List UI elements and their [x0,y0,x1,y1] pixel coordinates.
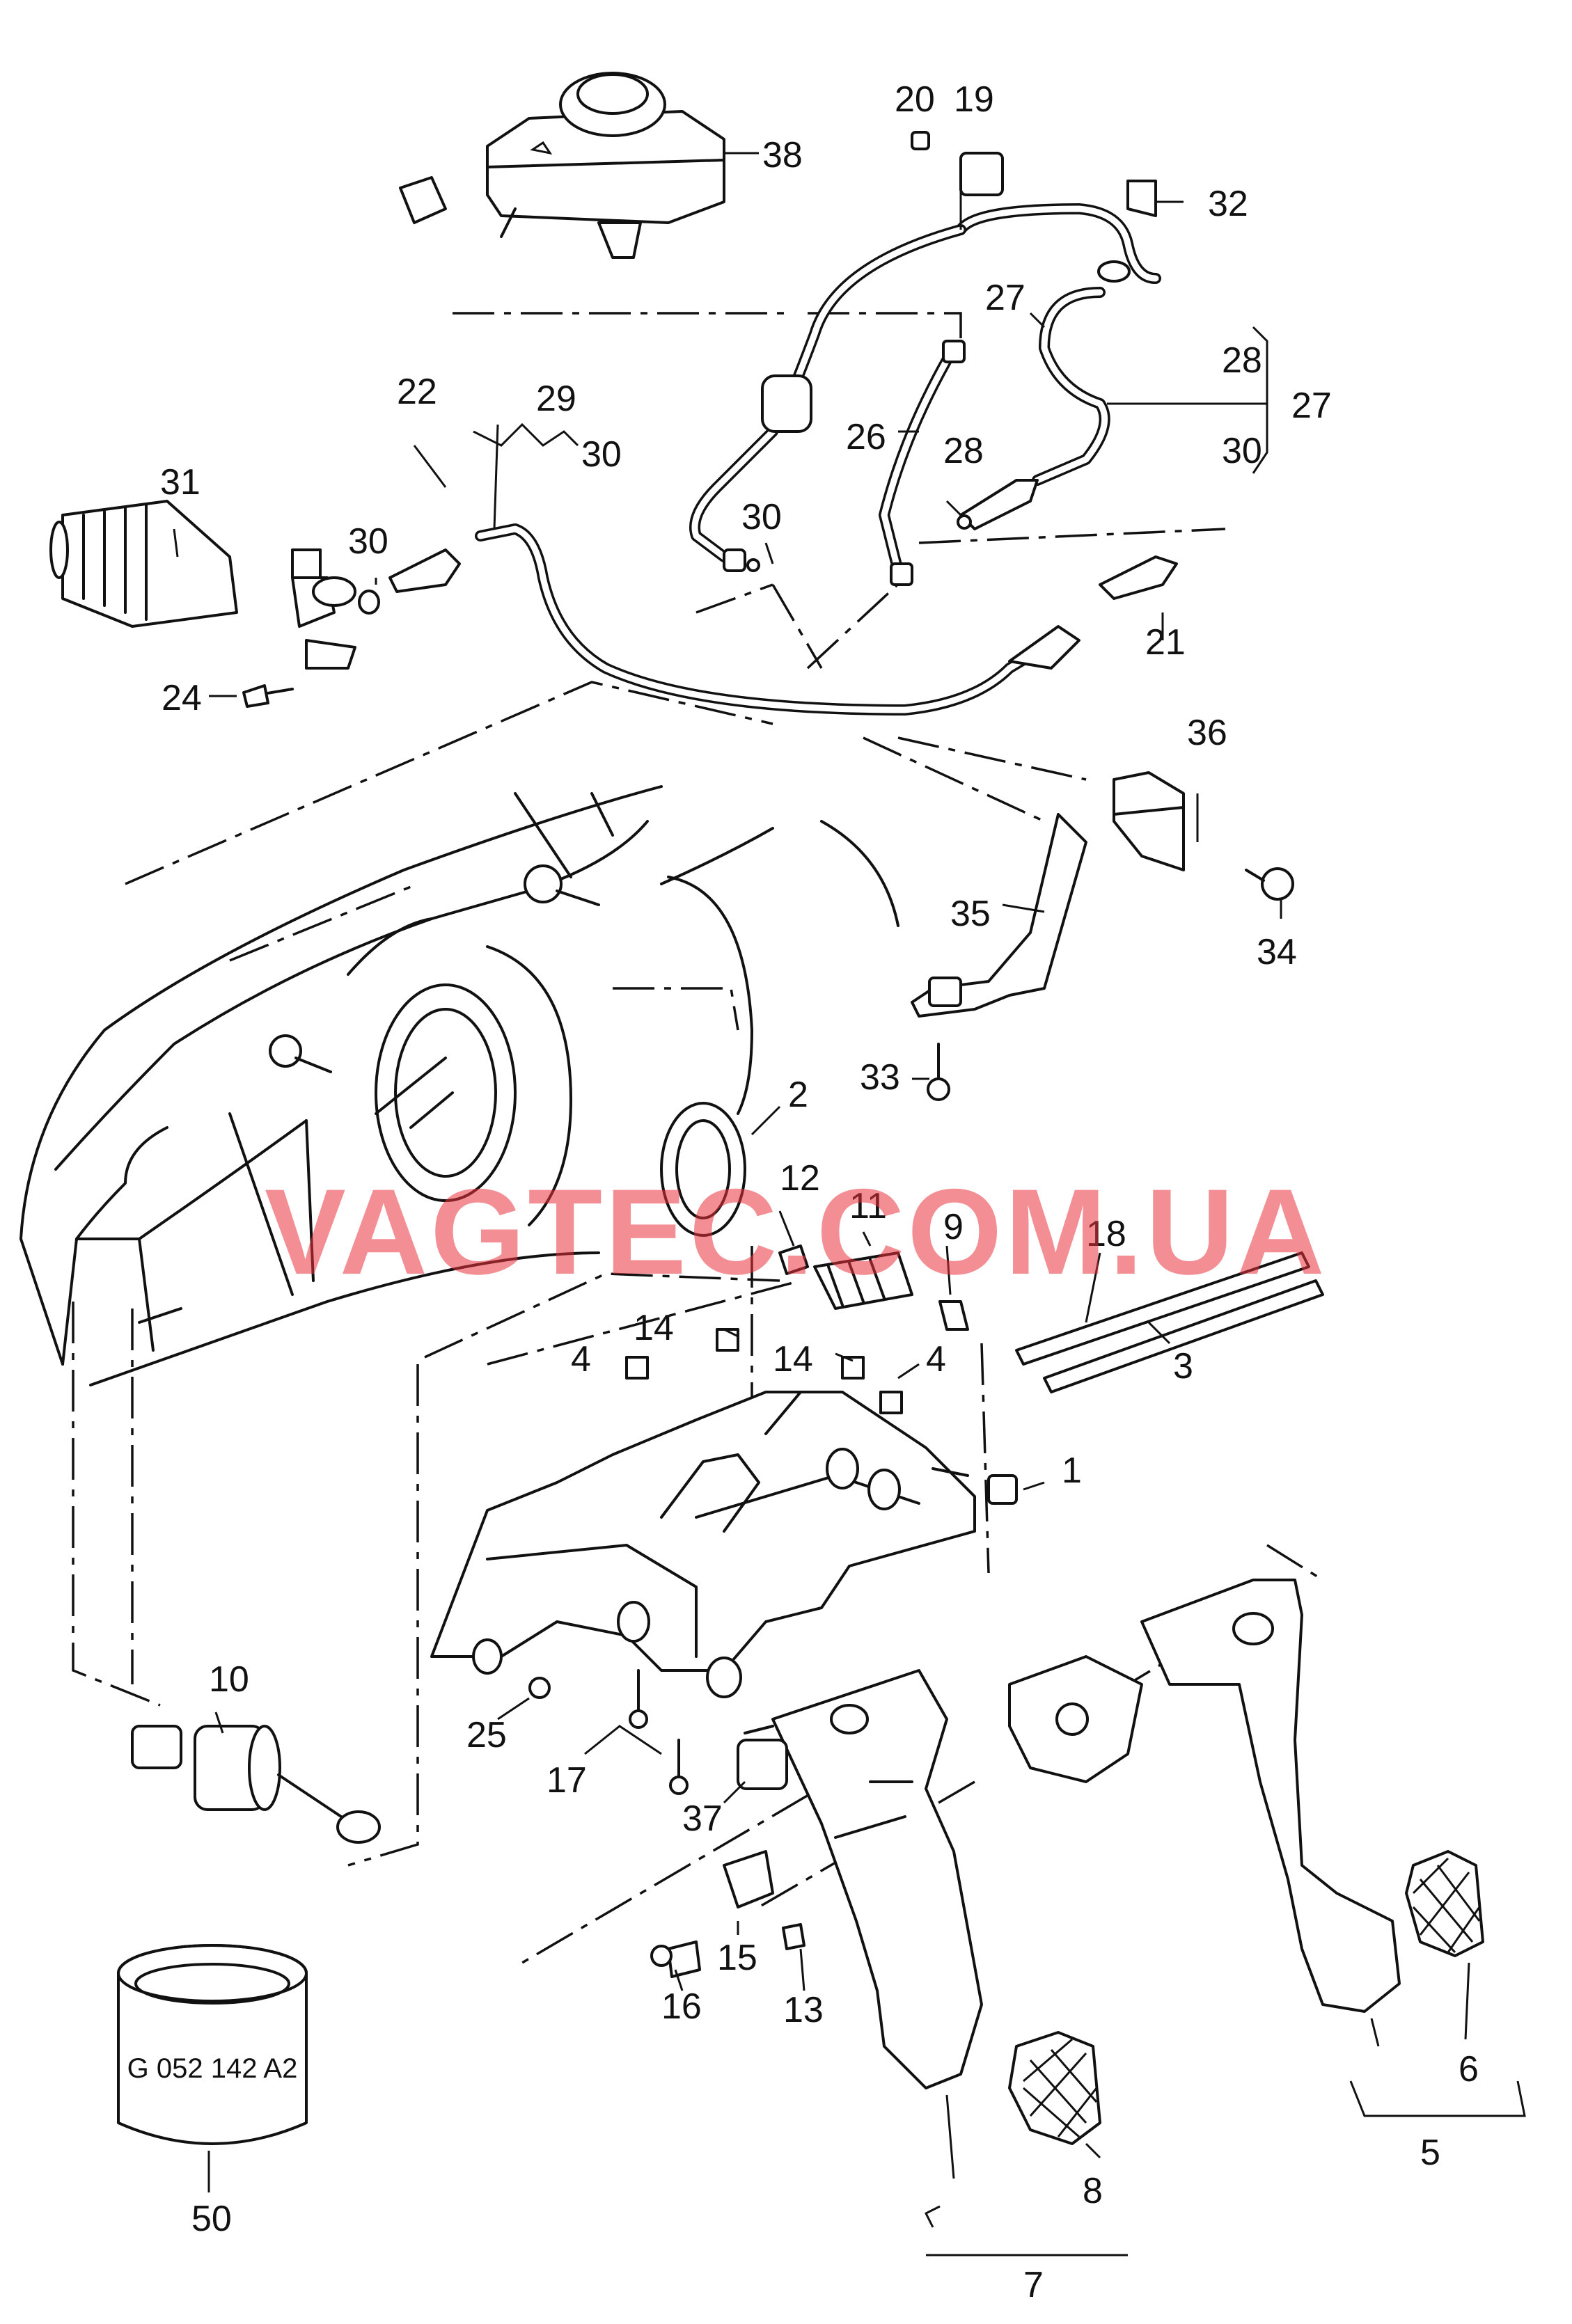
brake-fluid-reservoir [486,72,725,259]
callout-leaders [173,152,1526,2256]
callout-30d: 30 [348,521,388,562]
callout-18: 18 [1086,1214,1126,1254]
clutch-master-cylinder [49,500,380,708]
callout-24: 24 [162,678,202,718]
callout-27a: 27 [985,278,1025,318]
watermark: VAGTEC.COM.UA [265,1164,1328,1300]
callout-13: 13 [783,1990,824,2030]
callout-7: 7 [1023,2265,1044,2305]
callout-30c: 30 [741,497,782,537]
callout-15: 15 [717,1938,757,1978]
fasteners [528,1669,805,1978]
pedal-bracket [430,1391,1018,1698]
callout-30b: 30 [1222,431,1262,471]
callout-4b: 4 [926,1339,946,1380]
sealant-tube-50: G 052 142 A2 [117,1944,308,2145]
callout-35: 35 [950,894,991,934]
callout-10: 10 [209,1659,249,1700]
callout-12: 12 [780,1158,820,1199]
callout-26: 26 [846,417,886,457]
callout-9: 9 [943,1207,964,1247]
callout-16: 16 [661,1986,702,2027]
clutch-hydraulic-lines [475,203,1161,716]
callout-4a: 4 [571,1339,591,1380]
callout-numbers: 1 2 3 4 4 5 6 7 8 9 10 11 12 13 14 14 15… [160,79,1479,2305]
callout-14a: 14 [634,1308,674,1348]
callout-37: 37 [682,1799,723,1839]
callout-5: 5 [1420,2133,1440,2173]
callout-11: 11 [849,1186,887,1226]
callout-33: 33 [860,1057,900,1098]
callout-22: 22 [397,372,437,412]
callout-32: 32 [1208,184,1248,224]
small-components [625,1102,1324,1414]
callout-30a: 30 [581,434,622,475]
callout-19: 19 [954,79,994,120]
callout-8: 8 [1083,2171,1103,2211]
sealant-label: G 052 142 A2 [127,2053,298,2084]
vehicle-bulkhead [19,785,899,1386]
callout-25: 25 [466,1715,507,1755]
callout-34: 34 [1257,932,1297,972]
pedals [771,1579,1484,2145]
callout-28a: 28 [943,431,984,471]
callout-14b: 14 [773,1339,813,1380]
callout-3: 3 [1173,1346,1193,1386]
callout-36: 36 [1187,713,1227,753]
callout-21: 21 [1145,622,1186,663]
callout-1: 1 [1062,1450,1082,1491]
callout-38: 38 [762,135,803,175]
brackets [911,771,1294,1101]
callout-27b: 27 [1291,386,1332,426]
callout-29: 29 [536,379,576,419]
callout-28b: 28 [1222,340,1262,381]
callout-2: 2 [788,1075,808,1115]
line-fittings [388,131,1178,670]
callout-17: 17 [547,1760,587,1801]
callout-31: 31 [160,462,201,503]
callout-50: 50 [191,2199,232,2239]
callout-6: 6 [1459,2049,1479,2089]
clutch-position-switch [131,1725,381,1844]
callout-20: 20 [895,79,935,120]
